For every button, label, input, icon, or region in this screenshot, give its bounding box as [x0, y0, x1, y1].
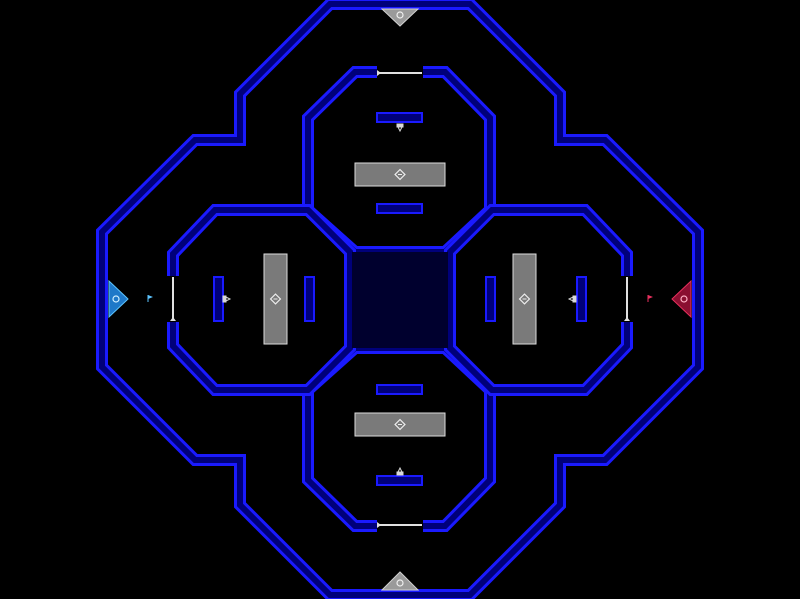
blue-flag[interactable] — [147, 295, 153, 302]
turret-icon[interactable] — [396, 123, 404, 133]
diamond-icon — [518, 293, 531, 305]
flag-icon — [648, 295, 653, 299]
gates — [172, 72, 628, 526]
barrier — [213, 276, 224, 322]
north-room-wall — [302, 66, 496, 258]
barrier — [304, 276, 315, 322]
block-east[interactable] — [512, 253, 537, 345]
neutral-base-north[interactable] — [380, 8, 420, 27]
neutral-base-south[interactable] — [380, 571, 420, 591]
gear-icon — [396, 11, 404, 19]
turrets — [222, 123, 577, 476]
turret-icon[interactable] — [222, 295, 232, 303]
turret-icon[interactable] — [396, 466, 404, 476]
outer-wall — [96, 0, 704, 599]
gear-icon — [396, 579, 404, 587]
block-north[interactable] — [354, 162, 446, 187]
south-room-wall — [302, 342, 496, 532]
gear-icon — [112, 295, 120, 303]
diamond-icon — [394, 168, 406, 181]
barrier — [376, 384, 423, 395]
barrier — [376, 203, 423, 214]
west-room-wall — [167, 204, 356, 396]
red-flag[interactable] — [647, 295, 653, 302]
block-west[interactable] — [263, 253, 288, 345]
flag-icon — [148, 295, 153, 299]
east-room-wall — [444, 204, 633, 396]
barrier — [376, 112, 423, 123]
turret-icon[interactable] — [567, 295, 577, 303]
center-floor — [352, 252, 448, 348]
diamond-icon — [394, 418, 406, 431]
block-south[interactable] — [354, 412, 446, 437]
diamond-icon — [269, 293, 282, 305]
barrier — [485, 276, 496, 322]
blocks — [263, 162, 537, 437]
gear-icon — [680, 295, 688, 303]
red-base[interactable] — [671, 279, 692, 319]
barrier — [376, 475, 423, 486]
barrier — [576, 276, 587, 322]
blue-base[interactable] — [108, 279, 129, 319]
